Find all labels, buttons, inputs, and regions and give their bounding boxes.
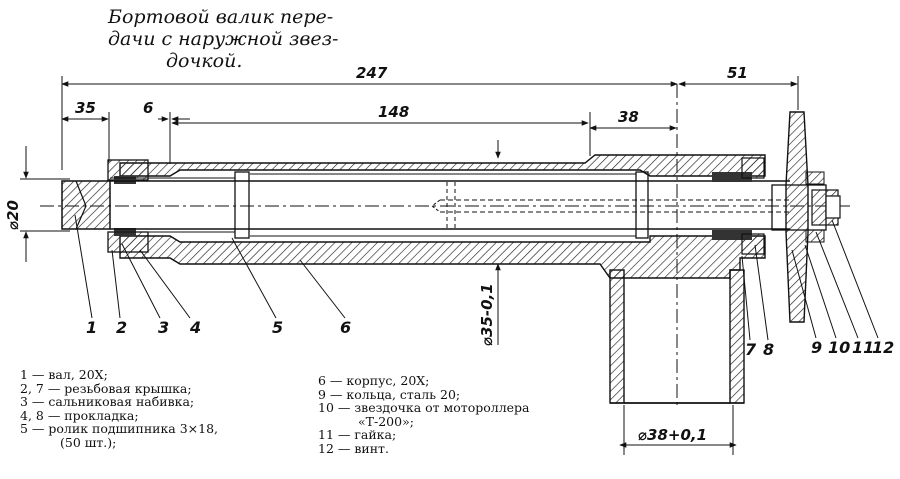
sprocket [771, 111, 841, 323]
callout-9: 9 [811, 338, 823, 357]
legend-right: 6 — корпус, 20Х; 9 — кольца, сталь 20; 1… [318, 374, 530, 455]
legend-item: 2, 7 — резьбовая крышка; [20, 380, 192, 396]
dim-boss-diameter: ⌀38+0,1 [638, 426, 708, 444]
callout-12: 12 [872, 338, 895, 357]
dim-bore-diameter: ⌀35-0,1 [478, 283, 496, 346]
housing [119, 154, 766, 404]
dim-right-section: 38 [618, 108, 639, 126]
legend-item: 1 — вал, 20Х; [20, 367, 108, 382]
dim-shaft-diameter: ⌀20 [4, 200, 22, 230]
dim-left-end: 35 [75, 99, 96, 117]
threaded-cap-right [712, 157, 765, 255]
legend-item: (50 шт.); [60, 434, 117, 450]
legend-left: 1 — вал, 20Х; 2, 7 — резьбовая крышка; 3… [20, 368, 218, 449]
dim-cap-width: 6 [143, 99, 154, 117]
legend-item: 11 — гайка; [318, 427, 397, 442]
title-line-1: Бортовой валик пере- [108, 6, 334, 28]
callout-7: 7 [745, 340, 757, 359]
legend-item: 5 — ролик подшипника 3×18, [20, 421, 219, 436]
dim-sprocket-offset: 51 [727, 64, 748, 82]
title-line-2: дачи с наружной звез- [108, 28, 339, 50]
callout-5: 5 [272, 318, 284, 337]
leader-lines [74, 214, 879, 341]
legend-item: 4, 8 — прокладка; [20, 407, 139, 423]
dim-main-length: 148 [378, 103, 410, 121]
callout-1: 1 [86, 318, 98, 337]
title-line-3: дочкой. [166, 50, 243, 72]
callout-10: 10 [828, 338, 851, 357]
legend-item: 3 — сальниковая набивка; [20, 394, 195, 409]
legend-item: «Т-200»; [358, 413, 414, 429]
dimension-lines [20, 76, 799, 455]
figure-title: Бортовой валик пере- дачи с наружной зве… [108, 6, 368, 72]
callout-4: 4 [190, 318, 202, 337]
callout-2: 2 [116, 318, 128, 337]
callout-8: 8 [763, 340, 775, 359]
dim-overall-length: 247 [356, 64, 388, 82]
legend-item: 12 — винт. [318, 440, 389, 456]
callout-11: 11 [852, 338, 875, 357]
callout-3: 3 [158, 318, 170, 337]
legend-item: 9 — кольца, сталь 20; [318, 386, 461, 402]
legend-item: 6 — корпус, 20Х; [318, 373, 430, 388]
shaft [61, 171, 790, 239]
legend-item: 10 — звездочка от мотороллера [318, 400, 530, 415]
callout-6: 6 [340, 318, 352, 337]
